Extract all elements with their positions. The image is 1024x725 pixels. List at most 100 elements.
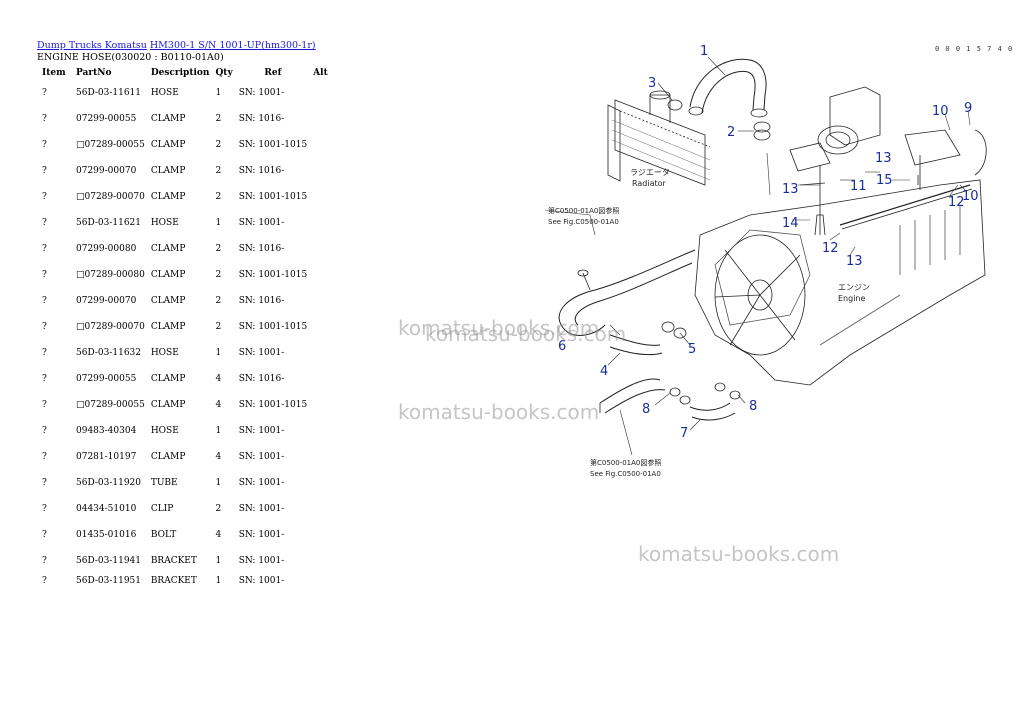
cell-item: ? <box>42 504 47 514</box>
callout-5: 5 <box>688 342 696 357</box>
cell-ref: SN: 1001- <box>238 88 285 98</box>
cell-ref: SN: 1001- <box>238 426 285 436</box>
cell-alt <box>307 262 333 288</box>
clamp-3-drawing <box>667 99 683 111</box>
watermark: komatsu-books.com <box>398 400 600 424</box>
engine-label-jp: エンジン <box>838 283 870 292</box>
cell-qty: 2 <box>215 140 222 150</box>
cell-ref: SN: 1001- <box>238 478 285 488</box>
cell-ref: SN: 1001- <box>238 556 285 566</box>
cell-description: CLAMP <box>150 400 186 410</box>
cell-qty: 1 <box>215 88 222 98</box>
cell-partno: 07299-00070 <box>76 166 137 176</box>
cell-qty: 2 <box>215 322 222 332</box>
cell-alt <box>307 548 333 574</box>
breadcrumb-link-model[interactable]: HM300-1 S/N 1001-UP(hm300-1r) <box>149 40 316 51</box>
callout-11: 11 <box>850 179 867 194</box>
engine-label-en: Engine <box>838 294 865 303</box>
leader-lines <box>544 56 971 456</box>
cell-ref: SN: 1001- <box>238 348 285 358</box>
clamp-2-drawing <box>753 121 771 133</box>
breadcrumb-link-dump-trucks[interactable]: Dump Trucks Komatsu <box>37 40 147 51</box>
cell-ref: SN: 1001- <box>238 504 285 514</box>
cell-partno: 09483-40304 <box>76 426 137 436</box>
cell-description: CLAMP <box>150 244 186 254</box>
see-fig-top-jp: 第C0500-01A0図参照 <box>548 206 619 215</box>
cell-qty: 2 <box>215 504 222 514</box>
cell-description: CLAMP <box>150 140 186 150</box>
cell-ref: SN: 1001-1015 <box>238 400 308 410</box>
cell-qty: 4 <box>215 374 222 384</box>
cell-qty: 2 <box>215 296 222 306</box>
cell-qty: 1 <box>215 218 222 228</box>
cell-item: ? <box>42 556 47 566</box>
watermark: komatsu-books.com <box>425 322 627 346</box>
callout-2: 2 <box>727 125 735 140</box>
cell-description: BOLT <box>150 530 177 540</box>
cell-ref: SN: 1001-1015 <box>238 140 308 150</box>
page-subtitle: ENGINE HOSE(030020 : B0110-01A0) <box>37 52 224 63</box>
see-fig-bottom-jp: 第C0500-01A0図参照 <box>590 458 661 467</box>
cell-partno: 07299-00055 <box>76 114 137 124</box>
engine-block-drawing <box>694 179 986 386</box>
callout-13a: 13 <box>782 182 799 197</box>
cell-ref: SN: 1001- <box>238 530 285 540</box>
cell-qty: 1 <box>215 556 222 566</box>
cell-alt <box>307 470 333 496</box>
cell-item: ? <box>42 296 47 306</box>
cell-alt <box>307 132 333 158</box>
cell-partno: □07289-00080 <box>76 270 145 280</box>
hose-7-drawing <box>599 378 741 421</box>
header-partno: PartNo <box>76 68 112 78</box>
cell-item: ? <box>42 114 47 124</box>
cell-description: CLIP <box>150 504 174 514</box>
cell-description: TUBE <box>150 478 178 488</box>
cell-partno: 56D-03-11611 <box>76 88 141 98</box>
cell-alt <box>307 158 333 184</box>
header-qty: Qty <box>215 68 233 78</box>
cell-qty: 4 <box>215 400 222 410</box>
cell-item: ? <box>42 270 47 280</box>
cell-ref: SN: 1016- <box>238 114 285 124</box>
header-description: Description <box>150 68 210 78</box>
cell-alt <box>307 288 333 314</box>
header-alt: Alt <box>313 68 328 78</box>
cell-ref: SN: 1001- <box>238 452 285 462</box>
header-item: Item <box>42 68 66 78</box>
see-fig-top-en: See Fig.C0500-01A0 <box>548 218 619 226</box>
cell-qty: 2 <box>215 166 222 176</box>
callout-numbers: 1 2 3 4 5 6 7 8 8 9 10 10 11 12 12 13 13… <box>558 44 979 441</box>
cell-item: ? <box>42 452 47 462</box>
cell-description: CLAMP <box>150 322 186 332</box>
cell-item: ? <box>42 478 47 488</box>
cell-partno: □07289-00070 <box>76 192 145 202</box>
cell-description: CLAMP <box>150 192 186 202</box>
cell-description: CLAMP <box>150 452 186 462</box>
cell-item: ? <box>42 400 47 410</box>
header-ref: Ref <box>264 68 282 78</box>
cell-partno: 07299-00080 <box>76 244 137 254</box>
callout-7: 7 <box>680 426 688 441</box>
see-fig-bottom-en: See Fig.C0500-01A0 <box>590 470 661 478</box>
callout-13b: 13 <box>875 151 892 166</box>
cell-partno: □07289-00055 <box>76 140 145 150</box>
callout-13c: 13 <box>846 254 863 269</box>
radiator-label-en: Radiator <box>632 179 667 188</box>
drawing-number: 0 0 0 1 5 7 4 0 <box>935 45 1014 53</box>
table-header-row: Item PartNo Description Qty Ref Alt <box>34 66 333 80</box>
cell-alt <box>307 80 333 106</box>
cell-ref: SN: 1016- <box>238 374 285 384</box>
cell-alt <box>307 444 333 470</box>
callout-12b: 12 <box>948 195 965 210</box>
cell-description: HOSE <box>150 218 179 228</box>
cell-qty: 2 <box>215 270 222 280</box>
cell-item: ? <box>42 426 47 436</box>
